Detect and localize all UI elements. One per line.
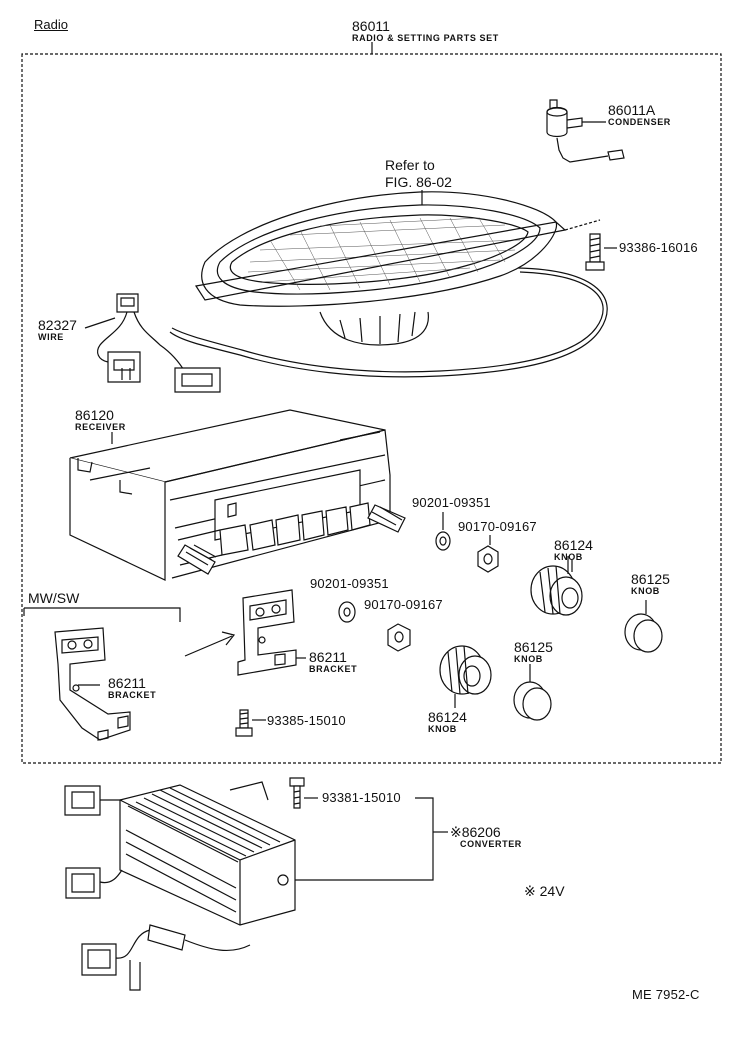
receiver-name: RECEIVER (75, 422, 126, 432)
converter-number: ※86206 (450, 824, 501, 840)
set-name: RADIO & SETTING PARTS SET (352, 33, 499, 43)
nut-mid-drawing (387, 623, 411, 652)
bracket-center-drawing (237, 589, 306, 676)
knob-cap-mid-number: 86125 (514, 639, 553, 655)
receiver-drawing (69, 409, 406, 581)
knob-bottom-number: 86124 (428, 709, 467, 725)
knob-top-drawing (530, 560, 583, 616)
bracket-arrow (184, 631, 236, 657)
condenser-name: CONDENSER (608, 117, 671, 127)
washer-top-number: 90201-09351 (412, 495, 491, 510)
nut-top-number: 90170-09167 (458, 519, 537, 534)
condenser-drawing (546, 99, 625, 163)
condenser-number: 86011A (608, 102, 656, 118)
knob-top-name: KNOB (554, 552, 583, 562)
nut-top-drawing (477, 535, 499, 573)
receiver-number: 86120 (75, 407, 114, 423)
bracket-center-name: BRACKET (309, 664, 358, 674)
bracket-screw-drawing (235, 709, 266, 737)
bracket-center-number: 86211 (309, 649, 347, 665)
set-boundary (21, 53, 722, 764)
bracket-left-name: BRACKET (108, 690, 157, 700)
voltage-note: ※ 24V (524, 883, 565, 899)
section-title: Radio (34, 17, 68, 32)
knob-cap-top-drawing (624, 600, 663, 653)
set-number: 86011 (352, 18, 390, 34)
converter-name: CONVERTER (460, 839, 522, 849)
washer-mid-drawing (338, 601, 356, 623)
knob-cap-top-number: 86125 (631, 571, 670, 587)
wire-number: 82327 (38, 317, 77, 333)
refer-line1: Refer to (385, 157, 435, 173)
bracket-left-number: 86211 (108, 675, 146, 691)
wire-name: WIRE (38, 332, 64, 342)
refer-line2: FIG. 86-02 (385, 174, 452, 190)
speaker-bolt-drawing (585, 233, 617, 271)
mwsw-frame (24, 607, 181, 622)
washer-mid-number: 90201-09351 (310, 576, 389, 591)
nut-mid-number: 90170-09167 (364, 597, 443, 612)
screw-converter-number: 93381-15010 (322, 790, 401, 805)
converter-leader (295, 797, 434, 881)
washer-top-drawing (435, 512, 451, 551)
footer-code: ME 7952-C (632, 987, 700, 1002)
converter-drawing (64, 781, 296, 991)
knob-bottom-name: KNOB (428, 724, 457, 734)
knob-top-number: 86124 (554, 537, 593, 553)
knob-cap-top-name: KNOB (631, 586, 660, 596)
mwsw-label: MW/SW (28, 590, 80, 606)
knob-cap-mid-name: KNOB (514, 654, 543, 664)
bracket-left-drawing (54, 627, 131, 741)
converter-screw-drawing (289, 777, 318, 809)
knob-cap-mid-drawing (513, 664, 552, 721)
speaker-drawing (169, 191, 608, 378)
bolt-speaker-number: 93386-16016 (619, 240, 698, 255)
knob-bottom-drawing (439, 645, 492, 708)
wire-harness-drawing (84, 293, 221, 393)
screw-bracket-number: 93385-15010 (267, 713, 346, 728)
